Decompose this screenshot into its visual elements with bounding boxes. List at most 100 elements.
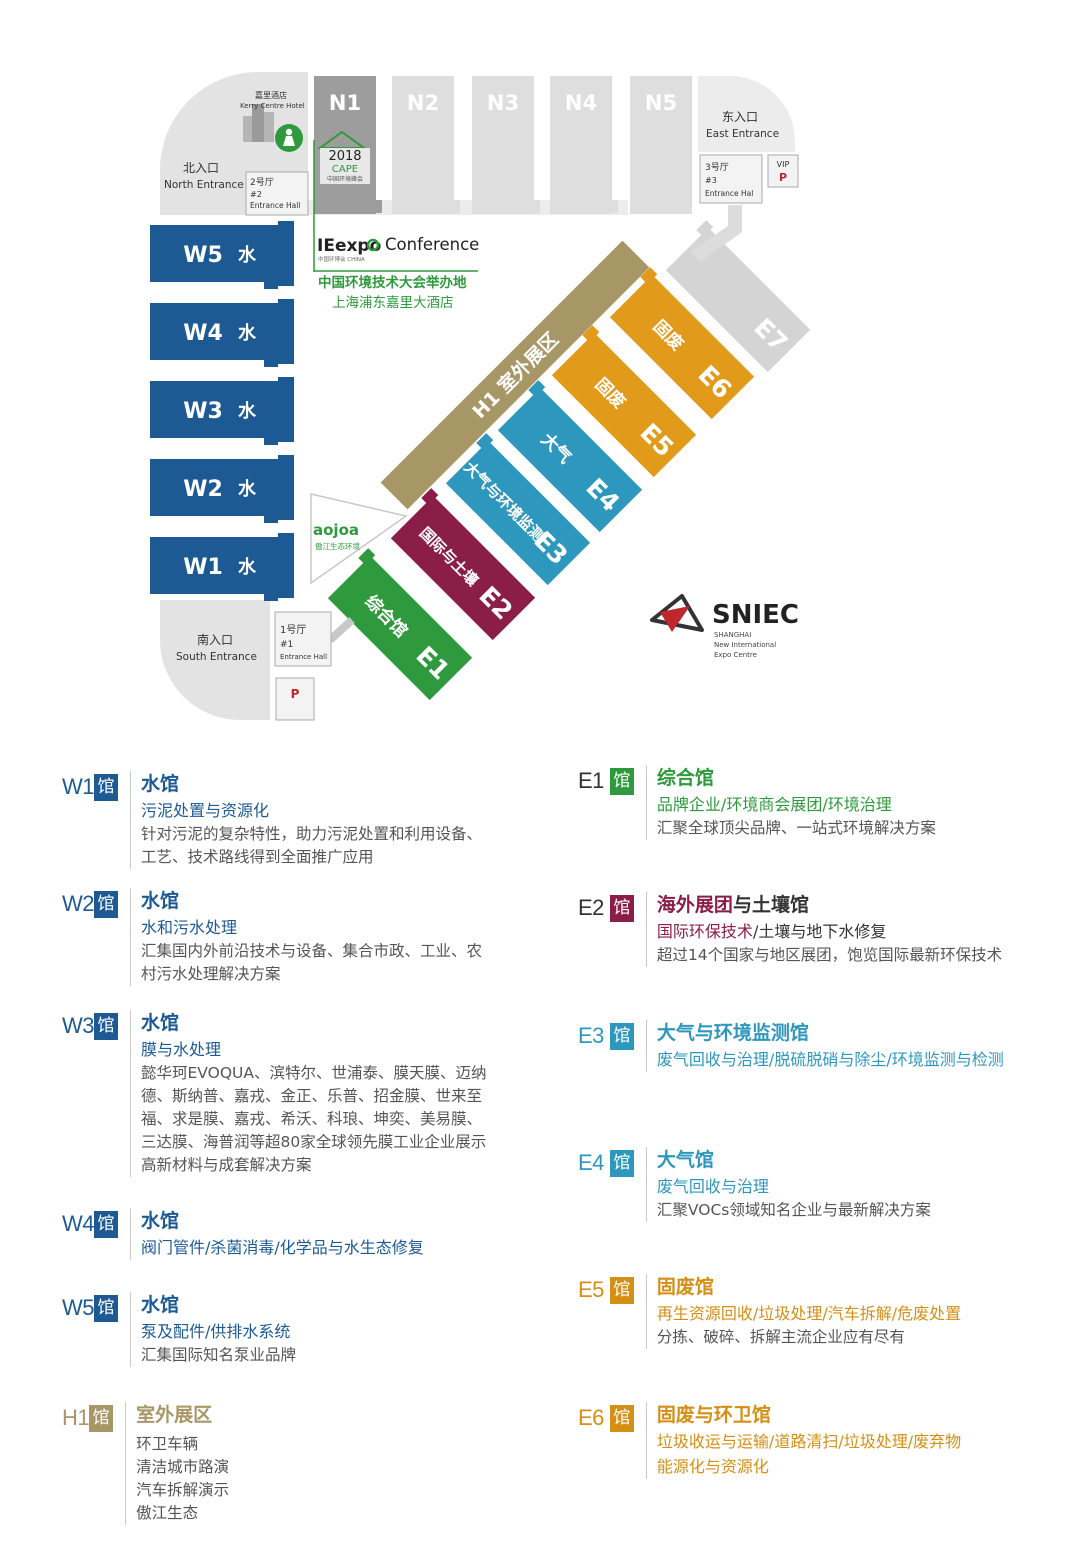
hall-badge: 馆 xyxy=(609,767,634,795)
entrance-hall-2[interactable]: 2号厅 #2 Entrance Hall xyxy=(245,171,309,216)
svg-text:#1: #1 xyxy=(280,640,293,650)
hall-detail: 汇集国内外前沿技术与设备、集合市政、工业、农村污水处理解决方案 xyxy=(141,940,482,986)
svg-text:SNIEC: SNIEC xyxy=(712,600,799,630)
svg-text:N4: N4 xyxy=(565,91,597,115)
kerry-centre-hotel[interactable]: 嘉里酒店 Kerry Centre Hotel xyxy=(240,90,305,152)
ieexpo-logo: IEexpo 中国环博会 CHINA xyxy=(317,236,381,263)
hall-detail-line: 汇聚VOCs领域知名企业与最新解决方案 xyxy=(656,1201,931,1219)
hall-detail-line: 针对污泥的复杂特性，助力污泥处置和利用设备、 xyxy=(141,825,483,843)
hall-description: 水馆阀门管件/杀菌消毒/化学品与水生态修复 xyxy=(130,1208,424,1260)
hall-detail: 汇聚VOCs领域知名企业与最新解决方案 xyxy=(657,1199,931,1222)
conference-label: Conference xyxy=(385,235,479,254)
hall-description: 室外展区环卫车辆清洁城市路演汽车拆解演示傲江生态 xyxy=(125,1402,229,1525)
hall-n3[interactable]: N3 xyxy=(472,76,540,214)
hall-n4[interactable]: N4 xyxy=(550,76,618,214)
svg-text:W3: W3 xyxy=(183,399,223,424)
hall-e7[interactable]: E7 xyxy=(661,220,813,373)
vip-parking[interactable]: VIP P xyxy=(767,154,799,188)
hall-detail-line: 福、求是膜、嘉戎、希沃、科琅、坤奕、美易膜、 xyxy=(141,1110,483,1128)
hall-code: E1 xyxy=(578,768,604,793)
hall-badge: 馆 xyxy=(89,1404,114,1432)
south-parking[interactable]: P xyxy=(275,677,315,721)
hall-code: W5 xyxy=(62,1295,95,1320)
hall-subtitle: 膜与水处理 xyxy=(141,1040,222,1059)
hall-n5[interactable]: N5 xyxy=(630,76,692,214)
hall-description: 海外展团与土壤馆国际环保技术/土壤与地下水修复超过14个国家与地区展团，饱览国际… xyxy=(645,892,1002,967)
exhibition-floor-map: 嘉里酒店 Kerry Centre Hotel 北入口 North Entran… xyxy=(150,72,813,721)
entrance-hall-3[interactable]: 3号厅 #3 Entrance Hal xyxy=(699,154,763,204)
svg-text:2号厅: 2号厅 xyxy=(250,177,274,188)
hall-detail-line: 村污水处理解决方案 xyxy=(141,965,281,983)
svg-text:水: 水 xyxy=(238,244,257,266)
north-entrance-en: North Entrance xyxy=(164,179,244,191)
svg-text:#3: #3 xyxy=(705,176,717,185)
hall-subtitle: 废气回收与治理/脱硫脱硝与除尘/环境监测与检测 xyxy=(656,1050,1004,1069)
hall-title: 海外展团与土壤馆 xyxy=(656,894,809,916)
hall-title: 水馆 xyxy=(141,890,180,912)
hall-description: 水馆水和污水处理汇集国内外前沿技术与设备、集合市政、工业、农村污水处理解决方案 xyxy=(130,888,482,986)
sniec-logo: SNIEC SHANGHAI New International Expo Ce… xyxy=(650,594,799,659)
south-west-corner xyxy=(160,600,270,720)
hall-badge: 馆 xyxy=(609,894,634,922)
hall-detail-line: 高新材料与成套解决方案 xyxy=(141,1156,312,1174)
svg-text:VIP: VIP xyxy=(777,160,790,169)
svg-text:N5: N5 xyxy=(645,91,677,115)
hall-detail-line: 环卫车辆 xyxy=(136,1435,199,1453)
svg-text:W4: W4 xyxy=(183,321,223,346)
north-east-corner xyxy=(698,76,795,152)
hall-detail: 懿华珂EVOQUA、滨特尔、世浦泰、膜天膜、迈纳德、斯纳普、嘉戎、金正、乐普、招… xyxy=(141,1062,486,1177)
hall-description: 固废馆再生资源回收/垃圾处理/汽车拆解/危废处置分拣、破碎、拆解主流企业应有尽有 xyxy=(645,1274,961,1349)
hall-badge: 馆 xyxy=(94,1012,118,1040)
east-entrance-cn: 东入口 xyxy=(722,110,758,124)
hall-code: E4 xyxy=(578,1150,604,1175)
svg-text:Entrance Hall: Entrance Hall xyxy=(280,653,327,661)
hall-title: 固废与环卫馆 xyxy=(656,1404,771,1426)
hall-code: W1 xyxy=(62,774,95,799)
hall-detail: 分拣、破碎、拆解主流企业应有尽有 xyxy=(657,1326,961,1349)
hall-detail: 汇集国际知名泵业品牌 xyxy=(141,1344,296,1367)
svg-text:中国环境峰会: 中国环境峰会 xyxy=(327,175,363,183)
hall-description: 水馆污泥处置与资源化针对污泥的复杂特性，助力污泥处置和利用设备、工艺、技术路线得… xyxy=(130,771,482,869)
svg-text:2018: 2018 xyxy=(328,149,361,164)
svg-text:Entrance Hal: Entrance Hal xyxy=(705,189,753,198)
hall-detail-line: 傲江生态 xyxy=(136,1504,199,1522)
hall-detail-line: 德、斯纳普、嘉戎、金正、乐普、招金膜、世来至 xyxy=(141,1087,483,1105)
svg-text:CAPE: CAPE xyxy=(332,164,358,175)
svg-text:N3: N3 xyxy=(487,91,519,115)
svg-text:1号厅: 1号厅 xyxy=(280,624,306,636)
kerry-hotel-cn: 嘉里酒店 xyxy=(255,90,287,100)
svg-text:aojoa: aojoa xyxy=(313,521,359,539)
svg-text:3号厅: 3号厅 xyxy=(705,162,729,173)
north-entrance-cn: 北入口 xyxy=(183,161,219,175)
svg-text:New International: New International xyxy=(714,641,776,649)
hall-subtitle: 品牌企业/环境商会展团/环境治理 xyxy=(656,795,892,814)
hall-title: 固废馆 xyxy=(656,1276,714,1298)
entrance-hall-1[interactable]: 1号厅 #1 Entrance Hall xyxy=(274,611,332,667)
svg-text:Entrance Hall: Entrance Hall xyxy=(250,201,300,210)
hall-subtitle: 泵及配件/供排水系统 xyxy=(141,1322,291,1341)
hall-n2[interactable]: N2 xyxy=(392,76,460,214)
hall-description: 大气馆废气回收与治理汇聚VOCs领域知名企业与最新解决方案 xyxy=(645,1147,931,1222)
south-entrance-cn: 南入口 xyxy=(197,632,233,647)
